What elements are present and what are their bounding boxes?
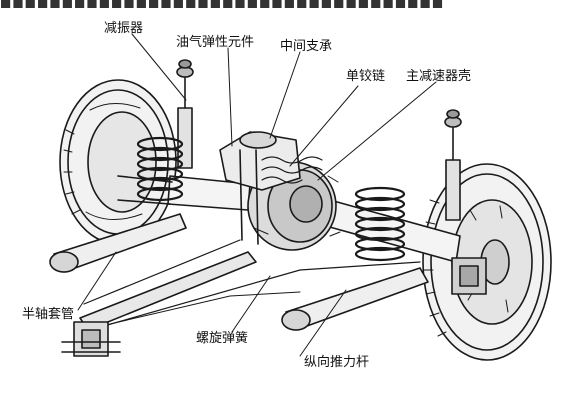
leader-lines	[77, 33, 437, 357]
label-final-drive-housing: 主减速器壳	[406, 69, 472, 84]
right-hub	[451, 257, 487, 295]
label-axle-tube: 半轴套管	[22, 307, 75, 322]
front-mount	[61, 321, 121, 357]
left-wheel	[59, 79, 177, 245]
final-drive-housing	[247, 161, 341, 251]
label-single-hinge: 单铰链	[346, 69, 386, 84]
label-hydro-pneumatic-spring: 油气弹性元件	[176, 35, 255, 50]
center-support	[219, 131, 323, 245]
left-trailing-arm	[49, 213, 187, 273]
right-coil-spring	[354, 186, 406, 262]
label-center-support: 中间支承	[280, 39, 333, 54]
left-coil-spring	[136, 136, 184, 202]
right-trailing-arm	[281, 267, 429, 331]
axle-housing	[117, 175, 461, 263]
label-shock-absorber: 减振器	[104, 21, 144, 36]
cropped-top-text: ■■■■■■■■■■■■■■■■■■■■■■■■■■■■■■■■■■■■	[0, 0, 445, 8]
right-wheel	[422, 163, 552, 361]
label-coil-spring: 螺旋弹簧	[196, 331, 249, 346]
right-shock-absorber	[444, 109, 462, 221]
label-trailing-arm: 纵向推力杆	[304, 355, 370, 370]
